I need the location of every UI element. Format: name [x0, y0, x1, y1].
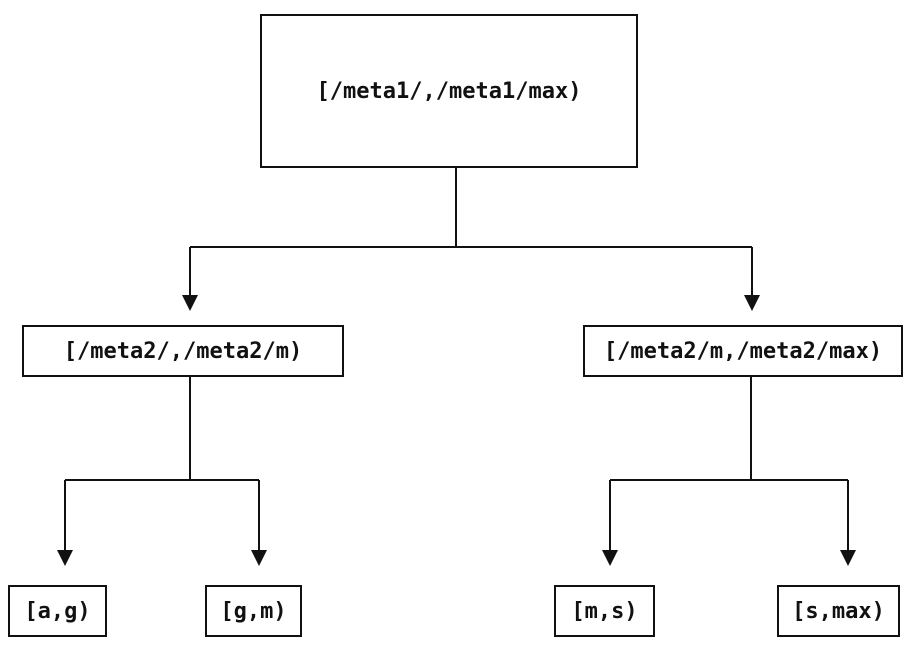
- arrow-down-icon: [182, 295, 198, 311]
- node-meta1-range: [/meta1/,/meta1/max): [260, 14, 638, 168]
- node-label: [/meta2/,/meta2/m): [63, 338, 303, 364]
- arrow-down-icon: [57, 550, 73, 566]
- node-leaf-m-s: [m,s): [554, 585, 655, 637]
- node-meta2-upper-range: [/meta2/m,/meta2/max): [583, 325, 903, 377]
- arrow-down-icon: [602, 550, 618, 566]
- node-label: [/meta1/,/meta1/max): [316, 78, 582, 104]
- node-label: [m,s): [571, 598, 638, 624]
- node-label: [g,m): [220, 598, 287, 624]
- node-leaf-g-m: [g,m): [205, 585, 302, 637]
- arrow-down-icon: [744, 295, 760, 311]
- node-label: [a,g): [24, 598, 91, 624]
- node-label: [/meta2/m,/meta2/max): [603, 338, 883, 364]
- arrow-down-icon: [840, 550, 856, 566]
- node-meta2-lower-range: [/meta2/,/meta2/m): [22, 325, 344, 377]
- arrow-down-icon: [251, 550, 267, 566]
- node-leaf-a-g: [a,g): [8, 585, 107, 637]
- node-leaf-s-max: [s,max): [777, 585, 900, 637]
- node-label: [s,max): [792, 598, 885, 624]
